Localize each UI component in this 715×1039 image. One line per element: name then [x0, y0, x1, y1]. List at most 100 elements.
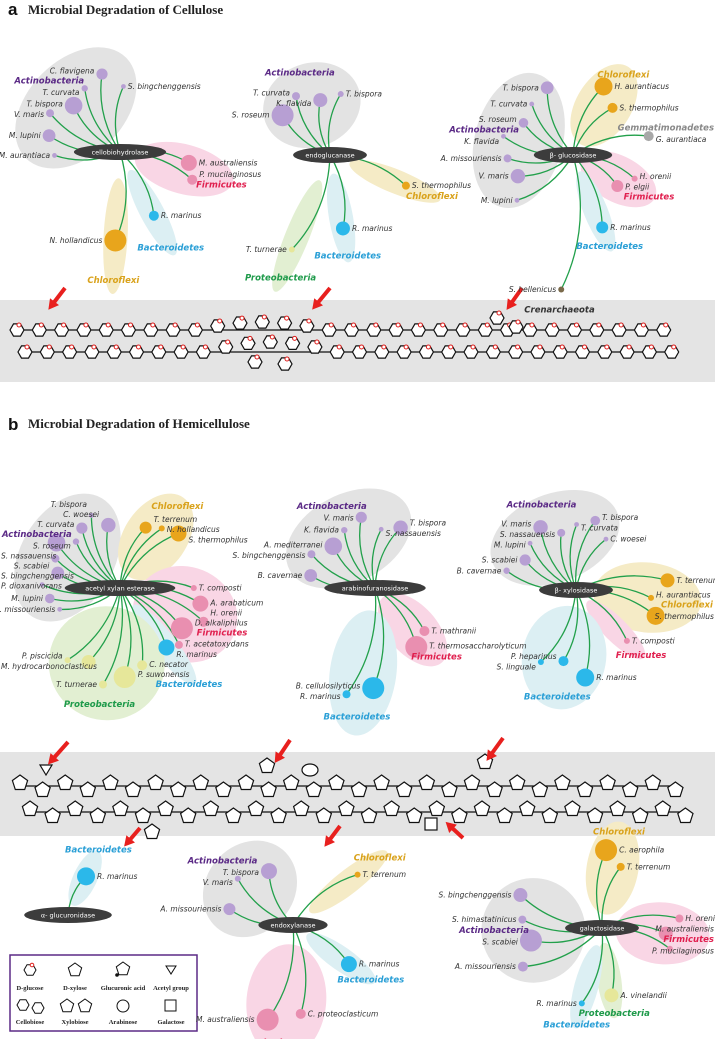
xylose-unit — [631, 807, 649, 824]
xylose-unit — [44, 807, 61, 824]
taxon-node — [594, 77, 613, 96]
taxon-node — [121, 84, 126, 89]
taxon-node — [64, 96, 83, 115]
phylum-label: Chloroflexi — [354, 853, 407, 863]
taxon-node — [81, 654, 96, 669]
taxon-label: T. composti — [632, 636, 676, 645]
taxon-node — [558, 286, 565, 293]
taxon-node — [405, 635, 428, 658]
taxon-node — [101, 517, 116, 533]
xylose-unit — [292, 800, 310, 817]
phylum-label: Chloroflexi — [406, 192, 459, 202]
taxon-node — [340, 956, 357, 973]
taxon-label: T. turnerae — [246, 245, 287, 254]
taxon-node — [341, 526, 348, 534]
xylose-unit — [586, 807, 604, 824]
taxon-node — [324, 537, 343, 556]
xylose-unit — [124, 781, 142, 798]
taxon-label: T. bispora — [27, 100, 64, 109]
taxon-node — [337, 91, 344, 98]
taxon-node — [98, 680, 107, 689]
xylose-unit — [179, 807, 197, 824]
xylose-unit — [11, 774, 29, 791]
taxon-node — [675, 914, 684, 923]
xylose-unit — [147, 774, 164, 791]
xylose-unit — [102, 774, 119, 791]
xylose-unit — [112, 800, 129, 817]
xylose-unit — [192, 774, 210, 791]
enzyme-label: cellobiohydrolase — [92, 148, 149, 156]
enzyme-tree: arabinofuranosidase — [286, 488, 448, 736]
enzyme-node — [565, 920, 639, 936]
xylose-unit — [441, 781, 458, 798]
phylum-label: Actinobacteria — [506, 501, 577, 511]
taxon-label: R. marinus — [176, 650, 217, 659]
cellulose-chains — [9, 310, 680, 371]
taxon-label: S. roseum — [479, 115, 517, 124]
taxon-node — [104, 229, 127, 252]
phylum-cluster — [570, 64, 638, 147]
taxon-label: S. thermophilus — [189, 536, 248, 545]
branch — [575, 589, 591, 678]
phylum-label: Gemmatimonadetes — [618, 124, 714, 134]
legend-label: Acetyl group — [153, 985, 189, 992]
taxon-label: M. lupini — [494, 540, 527, 549]
taxon-label: S. roseum — [232, 111, 270, 120]
phylum-label: Bacteroidetes — [65, 846, 132, 856]
taxon-label: B. cellulosilyticus — [296, 681, 361, 690]
taxon-node — [646, 606, 665, 625]
phylum-label: Actinobacteria — [264, 68, 335, 78]
xylose-unit — [667, 781, 684, 798]
panel-a-letter: a — [8, 0, 18, 19]
phylum-label: Bacteroidetes — [324, 713, 391, 723]
xylose-unit — [463, 774, 481, 791]
taxon-label: S. himastatinicus — [452, 915, 516, 924]
taxon-label: M. lupini — [11, 594, 44, 603]
taxon-node — [234, 875, 241, 882]
phylum-label: Bacteroidetes — [314, 251, 381, 261]
xylose-unit — [451, 807, 468, 824]
xylose-unit — [338, 800, 355, 817]
taxon-node — [335, 221, 350, 236]
taxon-node — [256, 1008, 279, 1031]
enzyme-tree: endoxylanase — [202, 840, 388, 1039]
xylose-unit — [486, 781, 503, 798]
enzyme-label: arabinofuranosidase — [342, 584, 409, 592]
taxon-label: M. lupini — [9, 131, 42, 140]
panel-b-letter: b — [8, 415, 18, 434]
taxon-node — [51, 554, 60, 563]
xylose-unit — [496, 807, 513, 824]
taxon-label: H. orenii — [685, 914, 715, 923]
taxon-label: A. missouriensis — [454, 962, 516, 971]
taxon-node — [42, 129, 56, 143]
phylum-label: Firmicutes — [663, 935, 714, 945]
phylum-cluster — [570, 945, 603, 1029]
taxon-label: T. terrenum — [677, 576, 715, 585]
taxon-node — [307, 550, 316, 559]
taxon-node — [503, 567, 510, 574]
phylum-cluster — [118, 493, 194, 581]
taxon-node — [295, 1008, 306, 1019]
taxon-label: A. mediterranei — [263, 541, 323, 550]
taxon-node — [354, 871, 361, 878]
xylose-unit — [383, 800, 400, 817]
xylose-unit — [373, 774, 390, 791]
taxon-node — [517, 961, 528, 972]
taxon-label: A. arabaticum — [209, 598, 263, 607]
xylose-unit — [258, 757, 276, 774]
cleavage-arrows — [48, 286, 524, 847]
taxon-node — [180, 154, 197, 171]
taxon-label: T. curvata — [43, 88, 80, 97]
phylum-label: Bacteroidetes — [576, 242, 643, 252]
xylose-unit — [677, 807, 694, 824]
phylum-label: Firmicutes — [197, 629, 248, 639]
branch — [291, 154, 331, 250]
legend-label: Xylobiose — [61, 1019, 88, 1026]
xylose-unit — [305, 781, 323, 798]
taxon-label: V. maris — [324, 514, 354, 523]
legend-label: Cellobiose — [16, 1019, 45, 1026]
phylum-label: Actinobacteria — [296, 502, 367, 512]
enzyme-node — [533, 147, 613, 163]
taxon-label: P. dioxanivorans — [1, 582, 62, 591]
taxon-label: R. marinus — [610, 223, 651, 232]
